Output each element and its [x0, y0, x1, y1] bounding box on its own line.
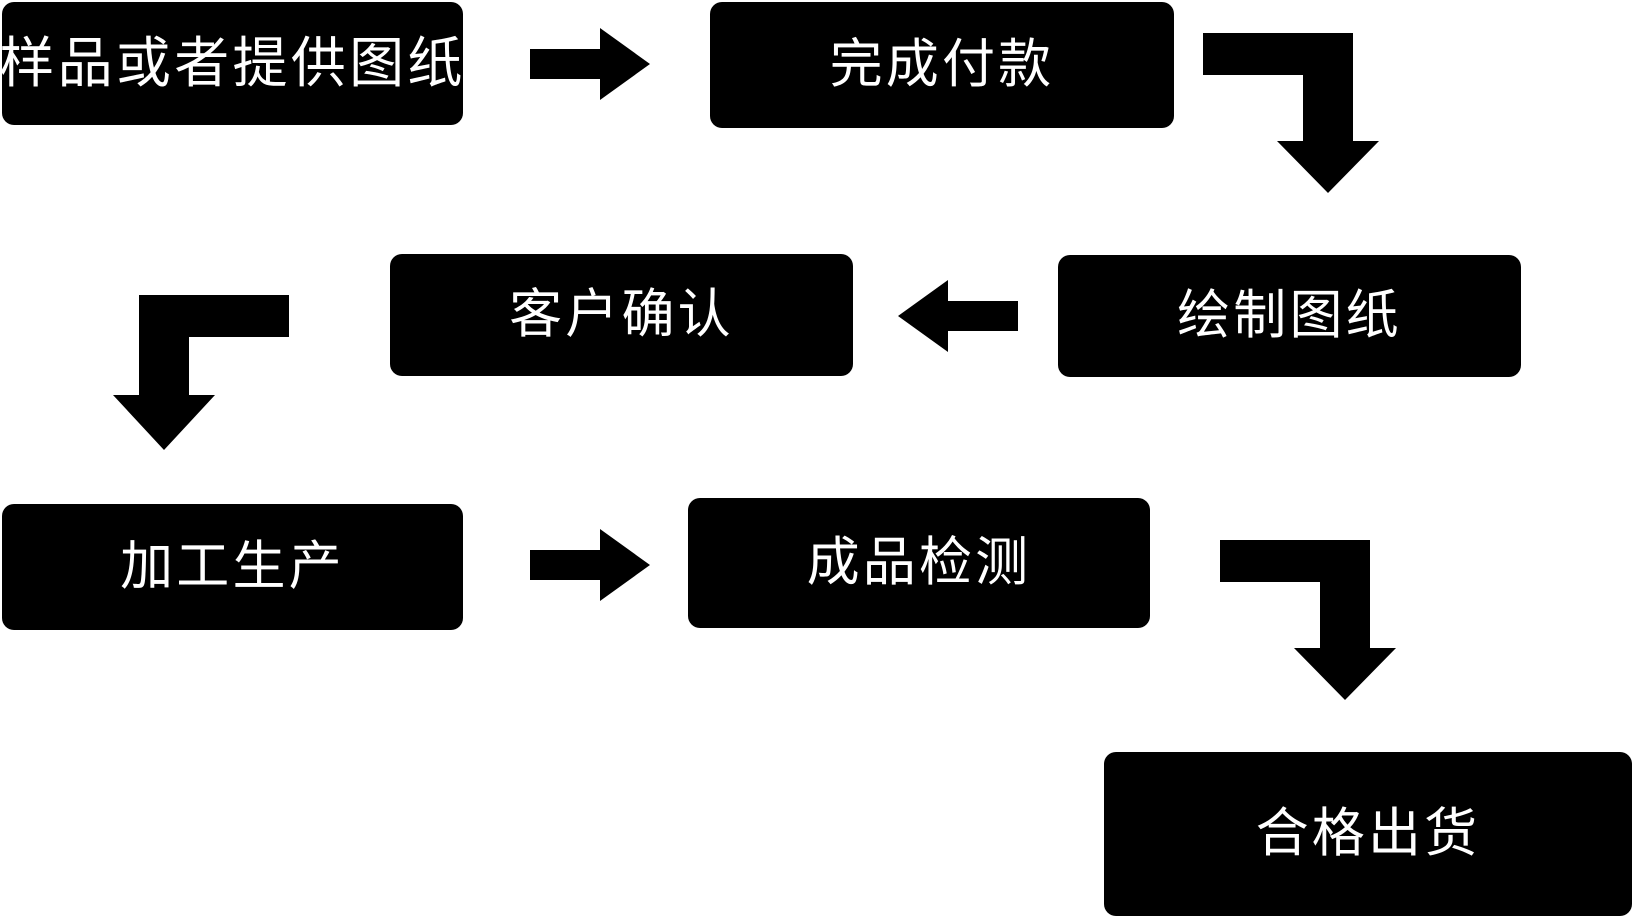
arrow-confirm-to-production	[113, 295, 289, 450]
arrow-sample-to-payment	[530, 28, 650, 100]
node-complete-payment[interactable]: 完成付款	[710, 2, 1174, 128]
node-product-inspection[interactable]: 成品检测	[688, 498, 1150, 628]
node-label-complete-payment: 完成付款	[829, 33, 1055, 95]
node-label-customer-confirm: 客户确认	[509, 283, 734, 345]
node-label-draw-drawing: 绘制图纸	[1177, 284, 1402, 346]
arrow-payment-to-drawing	[1203, 33, 1379, 193]
node-qualified-shipment[interactable]: 合格出货	[1104, 752, 1632, 916]
node-processing-production[interactable]: 加工生产	[2, 504, 463, 630]
node-label-sample-or-drawing: 样品或者提供图纸	[0, 31, 466, 96]
node-label-processing-production: 加工生产	[120, 535, 345, 597]
node-draw-drawing[interactable]: 绘制图纸	[1058, 255, 1521, 377]
node-sample-or-drawing[interactable]: 样品或者提供图纸	[0, 2, 466, 125]
node-label-product-inspection: 成品检测	[806, 531, 1032, 593]
arrow-production-to-inspection	[530, 529, 650, 601]
arrow-drawing-to-confirm	[898, 280, 1018, 352]
node-label-qualified-shipment: 合格出货	[1255, 802, 1481, 864]
node-customer-confirm[interactable]: 客户确认	[390, 254, 853, 376]
arrow-inspection-to-shipment	[1220, 540, 1396, 700]
